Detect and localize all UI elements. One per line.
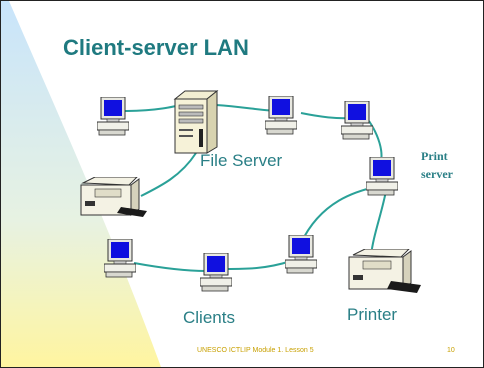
file-server-label: File Server <box>200 151 283 170</box>
print-server-label: Print server <box>421 147 453 183</box>
client-computer-top-right <box>341 101 373 140</box>
printer-icon-right <box>348 249 421 293</box>
client-computer-bottom-left <box>104 239 136 278</box>
client-computer-bottom-right <box>285 235 317 274</box>
print-server-computer <box>366 157 398 196</box>
print-server-label-line2: server <box>421 167 453 181</box>
cable-client-to-client-left <box>133 262 207 272</box>
cable-server-to-printer-left <box>140 152 197 197</box>
clients-label: Clients <box>183 308 235 327</box>
cable-client-to-client-bottom <box>225 260 292 270</box>
file-server-icon <box>173 89 219 154</box>
printer-label: Printer <box>347 305 398 324</box>
slide-title: Client-server LAN <box>63 35 249 60</box>
client-computer-top-middle <box>265 96 297 135</box>
cable-printserver-to-printer <box>370 190 387 257</box>
printer-icon-left <box>80 177 147 217</box>
print-server-label-line1: Print <box>421 149 448 163</box>
client-computer-top-left <box>97 97 129 136</box>
client-computer-bottom-middle <box>200 253 232 292</box>
footer-text: UNESCO ICTLIP Module 1. Lesson 5 <box>197 347 314 354</box>
page-number: 10 <box>447 347 455 354</box>
